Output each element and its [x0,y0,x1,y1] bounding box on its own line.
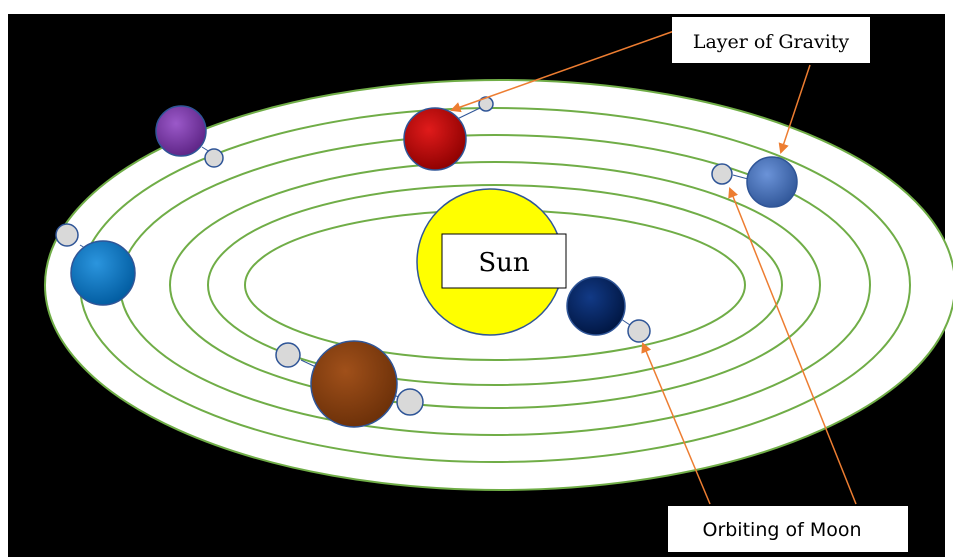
moon-brown-1 [275,342,301,368]
callout-arrows [450,29,857,505]
arrow-moon-to-navy [641,342,711,505]
moon-blue [55,223,79,247]
sun-label: Sun [478,248,530,278]
moon-purple [204,148,224,168]
moon-brown-2 [396,388,424,416]
arrow-gravity-to-blue [778,64,811,154]
moon-label: Orbiting of Moon [702,519,861,541]
moon-navy [627,319,651,343]
orbit-ring-3 [169,161,821,409]
planet-blue-small [746,156,798,208]
orbit-ring-4 [207,184,783,386]
gravity-label: Layer of Gravity [693,31,850,53]
planet-red [403,107,467,171]
connector-blue-small [732,174,749,180]
moons [55,96,733,416]
moon-blue-small [711,163,733,185]
arrow-moon-to-blue [728,187,857,505]
gravity-label-box [672,17,870,63]
arrow-gravity-to-red [450,29,678,113]
planet-navy [566,276,626,336]
planet-blue [70,240,136,306]
planet-purple [155,105,207,157]
moon-red [478,96,494,112]
moon-label-box [668,506,908,552]
planet-brown [310,340,398,428]
sun-label-box [441,233,567,289]
